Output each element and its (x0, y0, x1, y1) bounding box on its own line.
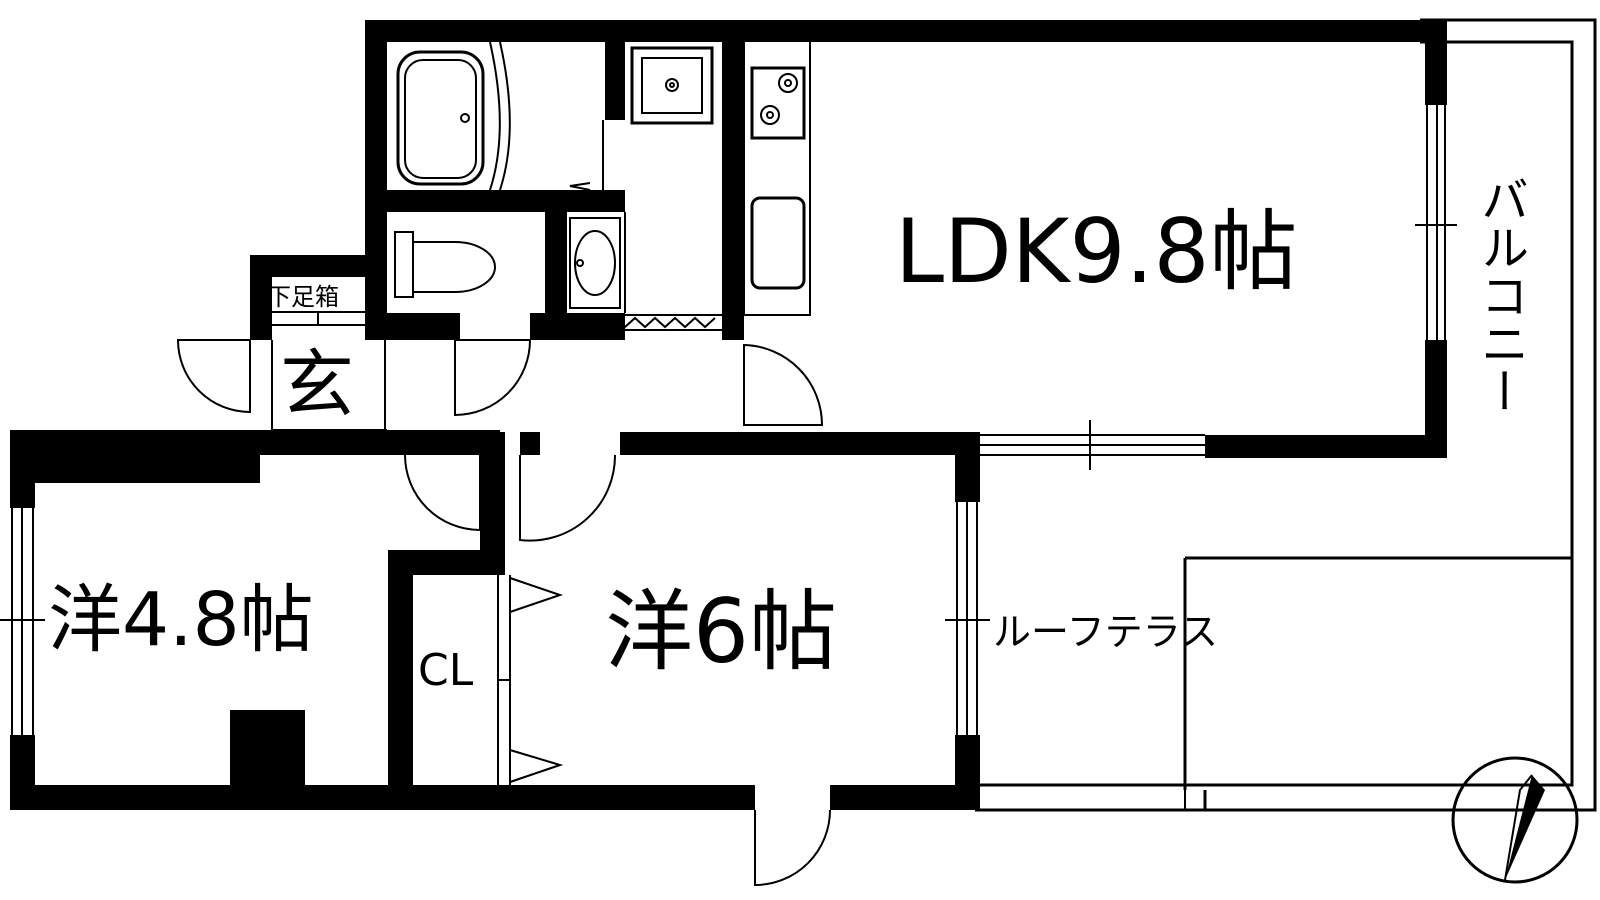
stove-icon (750, 66, 806, 140)
room-label-balcony: バルコニー (1472, 175, 1528, 415)
room-label-closet: CL (418, 645, 474, 696)
shoe-box (272, 311, 387, 431)
balcony-outline (975, 18, 1597, 812)
room-label-entrance: 玄 (280, 342, 354, 428)
kitchen-sink-icon (750, 196, 806, 290)
kitchen-counter (614, 42, 811, 331)
room-label-shoe-box: 下足箱 (267, 283, 339, 311)
toilet-icon (394, 231, 496, 298)
doors (176, 339, 831, 887)
walls (10, 20, 1447, 810)
room-label-roof-terrace: ルーフテラス (993, 610, 1218, 654)
north-arrow-icon (1451, 756, 1579, 884)
room-label-ldk: LDK9.8帖 (895, 200, 1297, 303)
washing-machine-pan-icon (630, 46, 714, 125)
windows (0, 105, 1457, 735)
room-label-western-b: 洋6帖 (605, 580, 837, 683)
bathtub-icon (396, 41, 604, 191)
washbasin-icon (569, 212, 626, 313)
room-label-western-a: 洋4.8帖 (48, 577, 314, 663)
